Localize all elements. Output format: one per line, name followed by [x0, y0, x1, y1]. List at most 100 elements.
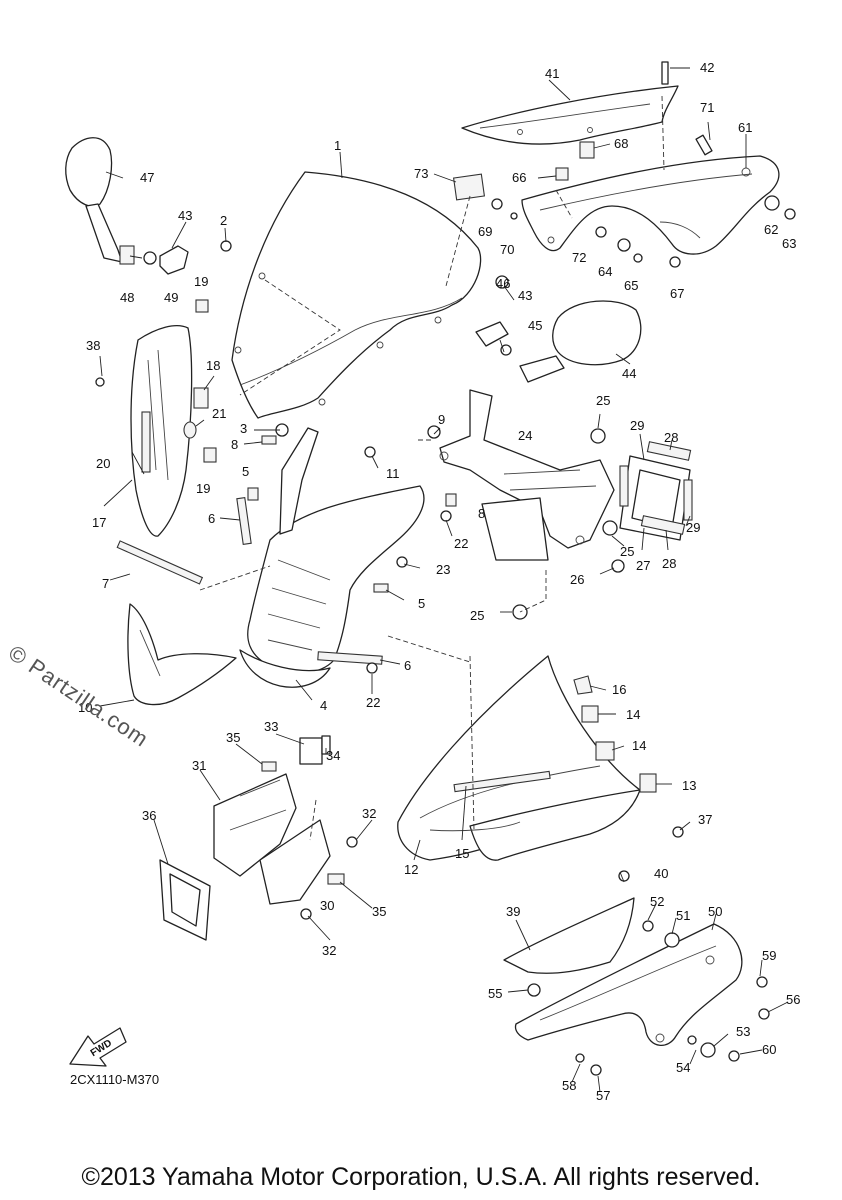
clip-16 — [573, 675, 593, 695]
callout-4: 4 — [320, 698, 327, 713]
callout-19: 19 — [196, 481, 210, 496]
grommet-21 — [183, 421, 197, 439]
callout-42: 42 — [700, 60, 714, 75]
callout-63: 63 — [782, 236, 796, 251]
grommet-25-mid — [602, 520, 618, 536]
callout-24: 24 — [518, 428, 532, 443]
callout-41: 41 — [545, 66, 559, 81]
callout-6: 6 — [208, 511, 215, 526]
callout-27: 27 — [636, 558, 650, 573]
callout-16: 16 — [612, 682, 626, 697]
top-cover — [461, 85, 679, 145]
callout-19: 19 — [194, 274, 208, 289]
callout-20: 20 — [96, 456, 110, 471]
belly-panel — [514, 923, 743, 1046]
callout-35: 35 — [226, 730, 240, 745]
callout-6: 6 — [404, 658, 411, 673]
callout-14: 14 — [626, 707, 640, 722]
callout-68: 68 — [614, 136, 628, 151]
clip-14-lower — [595, 741, 615, 761]
callout-28: 28 — [662, 556, 676, 571]
intake-frame — [619, 441, 693, 541]
callout-49: 49 — [164, 290, 178, 305]
callout-17: 17 — [92, 515, 106, 530]
callout-18: 18 — [206, 358, 220, 373]
callout-47: 47 — [140, 170, 154, 185]
callout-7: 7 — [102, 576, 109, 591]
callout-22: 22 — [454, 536, 468, 551]
lower-cowl-right — [397, 655, 641, 861]
grille — [159, 859, 211, 941]
callout-43: 43 — [178, 208, 192, 223]
callout-12: 12 — [404, 862, 418, 877]
callout-73: 73 — [414, 166, 428, 181]
callout-1: 1 — [334, 138, 341, 153]
callout-60: 60 — [762, 1042, 776, 1057]
pad-5-upper — [247, 487, 259, 501]
callout-8: 8 — [478, 506, 485, 521]
callout-25: 25 — [596, 393, 610, 408]
callout-69: 69 — [478, 224, 492, 239]
grommet-25-top — [590, 428, 606, 444]
callout-64: 64 — [598, 264, 612, 279]
drawing-code: 2CX1110-M370 — [70, 1072, 160, 1087]
callout-5: 5 — [242, 464, 249, 479]
callout-25: 25 — [470, 608, 484, 623]
callouts: 1 2 3 4 5 5 6 6 7 8 8 9 10 11 12 13 14 1… — [78, 60, 800, 1103]
callout-67: 67 — [670, 286, 684, 301]
callout-3: 3 — [240, 421, 247, 436]
callout-66: 66 — [512, 170, 526, 185]
cowl-stay — [439, 389, 615, 561]
callout-50: 50 — [708, 904, 722, 919]
callout-15: 15 — [455, 846, 469, 861]
callout-29: 29 — [630, 418, 644, 433]
callout-71: 71 — [700, 100, 714, 115]
pad-8-left — [261, 435, 277, 445]
callout-72: 72 — [572, 250, 586, 265]
callout-21: 21 — [212, 406, 226, 421]
callout-28: 28 — [664, 430, 678, 445]
callout-25: 25 — [620, 544, 634, 559]
callout-51: 51 — [676, 908, 690, 923]
pad-35-upper — [261, 761, 277, 772]
callout-31: 31 — [192, 758, 206, 773]
callout-44: 44 — [622, 366, 636, 381]
assembly-lines — [199, 95, 665, 841]
callout-5: 5 — [418, 596, 425, 611]
callout-45: 45 — [528, 318, 542, 333]
callout-65: 65 — [624, 278, 638, 293]
callout-62: 62 — [764, 222, 778, 237]
callout-22: 22 — [366, 695, 380, 710]
callout-9: 9 — [438, 412, 445, 427]
lower-box — [213, 773, 331, 905]
callout-10: 10 — [78, 700, 92, 715]
callout-40: 40 — [654, 866, 668, 881]
callout-61: 61 — [738, 120, 752, 135]
callout-53: 53 — [736, 1024, 750, 1039]
mirror-left — [65, 137, 135, 265]
forward-arrow — [69, 1027, 127, 1067]
cowl-bracket — [239, 649, 331, 688]
callout-54: 54 — [676, 1060, 690, 1075]
strip-6-left — [236, 497, 252, 545]
mirror-right — [475, 300, 642, 383]
callout-56: 56 — [786, 992, 800, 1007]
windscreen — [231, 171, 482, 419]
rod-7 — [116, 540, 204, 585]
callout-38: 38 — [86, 338, 100, 353]
callout-23: 23 — [436, 562, 450, 577]
callout-33: 33 — [264, 719, 278, 734]
callout-30: 30 — [320, 898, 334, 913]
callout-37: 37 — [698, 812, 712, 827]
clip-19-lower — [203, 447, 217, 463]
callout-59: 59 — [762, 948, 776, 963]
callout-36: 36 — [142, 808, 156, 823]
side-panel-left — [130, 325, 193, 537]
side-duct-left — [127, 603, 237, 706]
callout-35: 35 — [372, 904, 386, 919]
callout-70: 70 — [500, 242, 514, 257]
callout-57: 57 — [596, 1088, 610, 1103]
clip-19-upper — [195, 299, 209, 313]
callout-55: 55 — [488, 986, 502, 1001]
